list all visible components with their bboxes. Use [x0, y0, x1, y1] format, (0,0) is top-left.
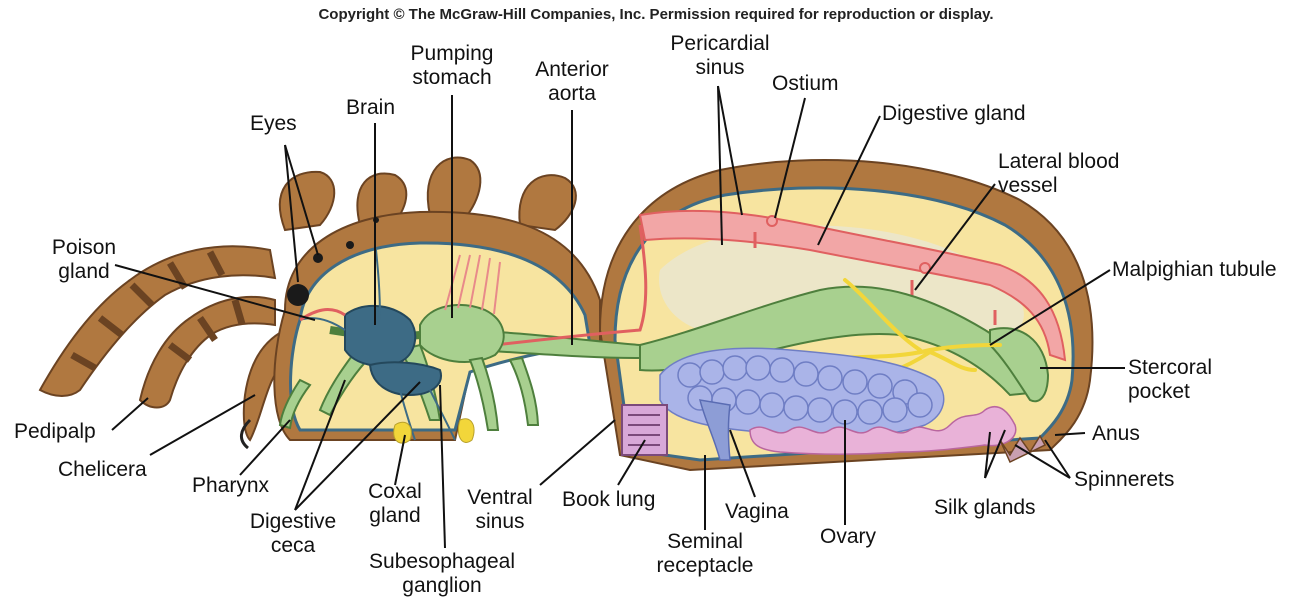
label-coxal-gland: Coxal gland: [360, 480, 430, 528]
leader-spinnerets-b: [1045, 440, 1070, 478]
label-ostium: Ostium: [772, 72, 839, 96]
label-pericardial-sinus: Pericardial sinus: [660, 32, 780, 80]
label-digestive-ceca: Digestive ceca: [238, 510, 348, 558]
label-spinnerets: Spinnerets: [1074, 468, 1174, 492]
leg-mid-2: [428, 157, 481, 218]
label-anterior-aorta: Anterior aorta: [527, 58, 617, 106]
label-stercoral-pocket: Stercoral pocket: [1128, 356, 1212, 404]
label-ovary: Ovary: [820, 525, 876, 549]
label-chelicera: Chelicera: [58, 458, 147, 482]
label-pedipalp: Pedipalp: [14, 420, 96, 444]
copyright-notice: Copyright © The McGraw-Hill Companies, I…: [0, 6, 1312, 23]
label-pharynx: Pharynx: [192, 474, 269, 498]
label-brain: Brain: [346, 96, 395, 120]
label-digestive-gland: Digestive gland: [882, 102, 1026, 126]
label-subesophageal-ganglion: Subesophageal ganglion: [357, 550, 527, 598]
leg-mid-3: [519, 175, 576, 230]
label-seminal-receptacle: Seminal receptacle: [645, 530, 765, 578]
abdomen: [600, 160, 1092, 470]
label-book-lung: Book lung: [562, 488, 655, 512]
label-eyes: Eyes: [250, 112, 297, 136]
book-lung: [622, 405, 667, 455]
label-vagina: Vagina: [725, 500, 789, 524]
leader-pedipalp: [112, 398, 148, 430]
label-poison-gland: Poison gland: [44, 236, 124, 284]
label-silk-glands: Silk glands: [934, 496, 1036, 520]
label-anus: Anus: [1092, 422, 1140, 446]
label-ventral-sinus: Ventral sinus: [455, 486, 545, 534]
pumping-stomach: [420, 305, 504, 362]
label-malpighian-tubule: Malpighian tubule: [1112, 258, 1277, 282]
label-pumping-stomach: Pumping stomach: [402, 42, 502, 90]
label-lateral-blood-vessel: Lateral blood vessel: [998, 150, 1119, 198]
leader-ventral-sinus: [540, 420, 615, 485]
